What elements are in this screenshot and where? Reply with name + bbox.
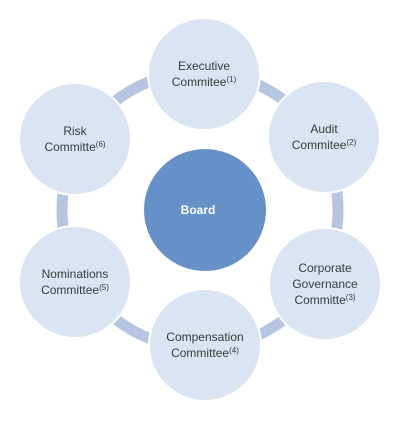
committee-label-line: Committee(5)	[41, 283, 109, 297]
committee-circle-corporate-governance	[268, 227, 382, 341]
committee-footnote-marker: (5)	[99, 283, 109, 292]
committee-footnote-marker: (4)	[229, 346, 239, 355]
committee-label-line: Corporate	[298, 261, 352, 275]
committee-circle-risk	[18, 82, 132, 196]
committee-circle-audit	[267, 80, 381, 194]
committee-label-line: Executive	[178, 59, 230, 73]
committee-label-line: Commitee(1)	[172, 75, 237, 89]
committee-nodes-layer: ExecutiveCommitee(1)AuditCommitee(2)Corp…	[18, 17, 382, 402]
committee-label-line: Committe(3)	[294, 293, 355, 307]
committee-circle-nominations	[18, 225, 132, 339]
committee-label-line: Nominations	[42, 267, 109, 281]
committee-label-line: Committe(6)	[44, 140, 105, 154]
board-circle	[142, 147, 268, 273]
board-label: Board	[181, 203, 216, 217]
committee-footnote-marker: (1)	[226, 75, 236, 84]
committee-label-line: Governance	[292, 277, 358, 291]
committee-label-line: Commitee(2)	[292, 138, 357, 152]
committee-label-line: Audit	[310, 122, 338, 136]
committee-footnote-marker: (3)	[346, 293, 356, 302]
committee-circle-compensation	[148, 288, 262, 402]
committee-label-line: Risk	[63, 124, 87, 138]
committee-footnote-marker: (2)	[346, 138, 356, 147]
committee-footnote-marker: (6)	[96, 140, 106, 149]
committee-label-line: Committee(4)	[171, 346, 239, 360]
committee-circle-executive	[147, 17, 261, 131]
committee-label-line: Compensation	[166, 330, 243, 344]
